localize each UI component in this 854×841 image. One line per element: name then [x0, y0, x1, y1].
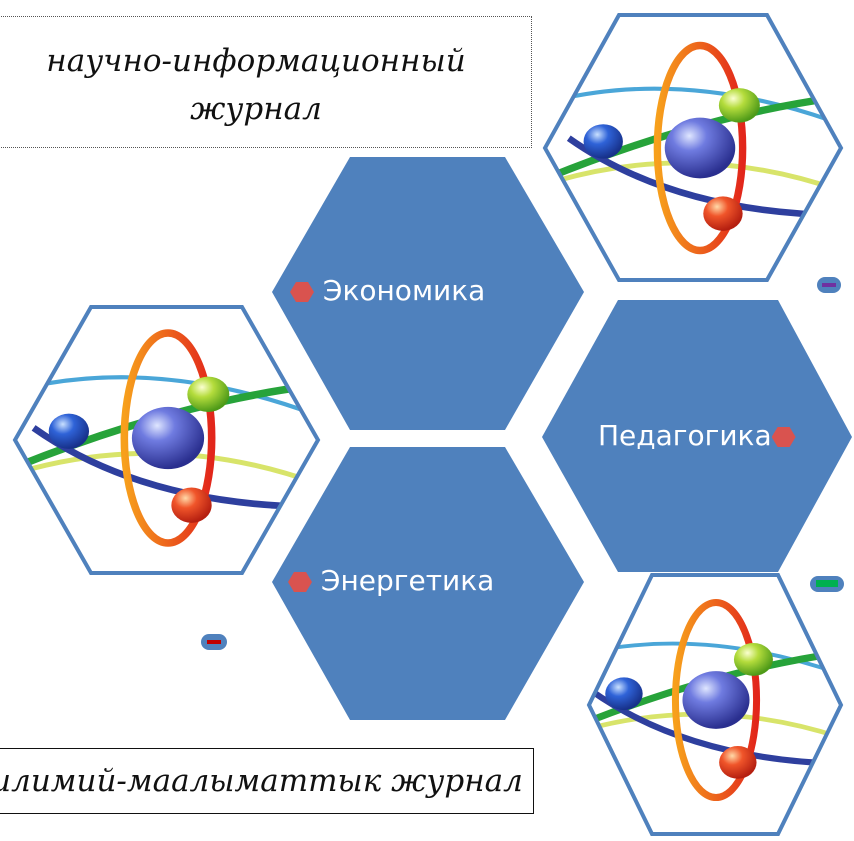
atom-hexagon-bottom-right	[586, 573, 844, 836]
label-pedagogy: Педагогика	[598, 419, 796, 452]
hex-bullet-icon	[290, 282, 314, 302]
hex-bullet-icon	[288, 572, 312, 592]
atom-hexagon-left	[12, 305, 321, 575]
caption-bottom: илимий-маалыматтык журнал	[0, 748, 534, 814]
hex-bullet-icon	[771, 427, 796, 447]
marker-green	[810, 576, 844, 592]
marker-red	[201, 634, 227, 650]
caption-top: научно-информационный журнал	[0, 16, 532, 148]
atom-hexagon-top-right	[542, 13, 844, 282]
hexagon-energy	[272, 447, 584, 720]
hexagon-pedagogy	[542, 300, 852, 572]
label-economics: Экономика	[290, 274, 485, 307]
label-energy: Энергетика	[288, 564, 494, 597]
hexagon-economics	[272, 157, 584, 430]
marker-purple	[817, 277, 841, 293]
